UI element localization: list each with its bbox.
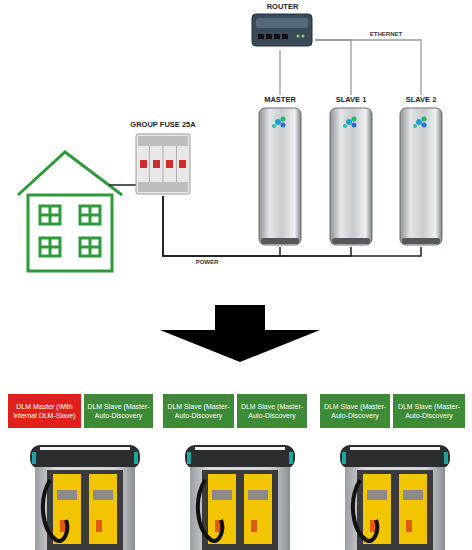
dlm-slave-box: DLM Slave (Master-Auto-Discovery <box>393 394 465 428</box>
ethernet-cable <box>279 50 280 95</box>
power-cable <box>163 196 280 256</box>
dlm-slave-box: DLM Slave (Master-Auto-Discovery <box>84 394 153 428</box>
box-label: DLM Slave (Master-Auto-Discovery <box>323 402 387 420</box>
box-label: DLM Slave (Master-Auto-Discovery <box>87 402 150 420</box>
box-label: DLM Slave (Master-Auto-Discovery <box>166 402 231 420</box>
box-label: DLM Master (With Internal DLM-Slave) <box>11 402 78 420</box>
edge-label: POWER <box>196 259 219 265</box>
transition-arrow <box>160 305 320 362</box>
charger-photo <box>185 445 295 550</box>
charger-node: SLAVE 1 <box>326 95 376 247</box>
router-node: ROUTER <box>250 2 315 50</box>
node-heading: GROUP FUSE 25A <box>127 120 199 129</box>
house-icon <box>18 152 122 271</box>
dlm-slave-box: DLM Slave (Master-Auto-Discovery <box>163 394 234 428</box>
edge-label: ETHERNET <box>370 31 402 37</box>
ethernet-cable <box>315 40 351 95</box>
fuse-symbol <box>136 134 190 194</box>
dlm-slave-box: DLM Slave (Master-Auto-Discovery <box>320 394 390 428</box>
power-cable <box>163 196 351 256</box>
fuse-node: GROUP FUSE 25A <box>127 120 199 196</box>
router-device <box>252 14 312 46</box>
node-heading: SLAVE 2 <box>396 95 446 104</box>
charger-photo <box>30 445 140 550</box>
charger-node: MASTER <box>255 95 305 247</box>
house-wire <box>109 184 136 186</box>
node-heading: SLAVE 1 <box>326 95 376 104</box>
charger-node: SLAVE 2 <box>396 95 446 247</box>
dlm-slave-box: DLM Slave (Master-Auto-Discovery <box>237 394 307 428</box>
box-label: DLM Slave (Master-Auto-Discovery <box>396 402 462 420</box>
charger-illustration <box>259 108 442 245</box>
ethernet-cable <box>315 40 421 95</box>
box-label: DLM Slave (Master-Auto-Discovery <box>240 402 304 420</box>
charger-photo <box>340 445 450 550</box>
power-cable <box>163 196 421 256</box>
node-heading: MASTER <box>255 95 305 104</box>
node-heading: ROUTER <box>250 2 315 11</box>
dlm-master-box: DLM Master (With Internal DLM-Slave) <box>8 394 81 428</box>
